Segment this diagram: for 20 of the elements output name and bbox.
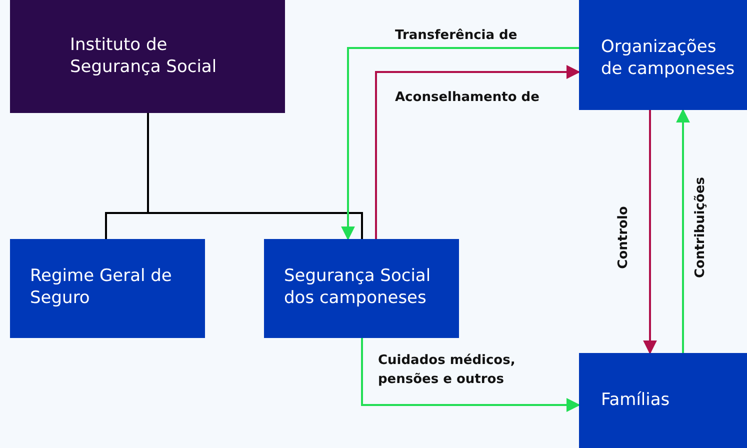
process-box <box>10 0 285 113</box>
arrow <box>676 108 690 353</box>
edge-label: Transferência de <box>395 27 518 45</box>
arrow <box>341 47 579 240</box>
box-text: Regime Geral de Seguro <box>30 265 173 309</box>
edge-label: Controlo <box>614 206 632 269</box>
process-box <box>579 0 747 110</box>
box-text: Segurança Social dos camponeses <box>284 265 432 309</box>
box-text: Instituto de Segurança Social <box>70 34 218 78</box>
edge-label: Aconselhamento de <box>395 89 540 107</box>
edge-label: Contribuições <box>692 176 710 278</box>
process-box <box>10 239 205 338</box>
edge-label: Cuidados médicos, pensões e outros <box>378 352 516 389</box>
arrow <box>361 338 580 412</box>
box-text: Organizações de camponeses <box>601 36 735 80</box>
arrow <box>643 110 657 354</box>
process-box <box>579 353 747 448</box>
process-box <box>264 239 459 338</box>
arrow <box>375 65 580 239</box>
box-text: Famílias <box>601 389 671 411</box>
